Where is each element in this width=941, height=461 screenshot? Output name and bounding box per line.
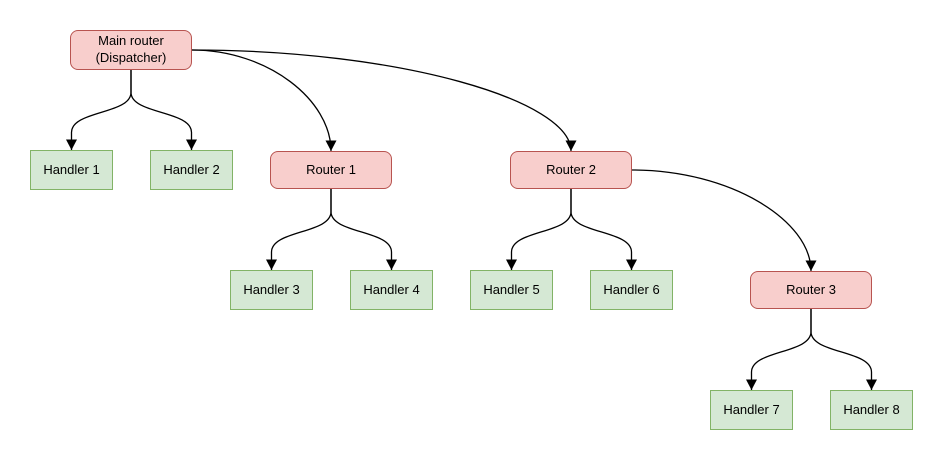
node-handler-5: Handler 5 (470, 270, 553, 310)
edge-router-2-to-handler-6 (570, 189, 637, 270)
edge-main-router-to-handler-2 (130, 70, 197, 150)
node-label: Router 3 (786, 281, 836, 297)
node-label: Handler 3 (243, 281, 300, 297)
edge-router-1-to-handler-4 (330, 189, 397, 270)
node-handler-4: Handler 4 (350, 270, 433, 310)
node-handler-8: Handler 8 (830, 390, 913, 430)
node-label: Router 2 (546, 161, 596, 177)
node-handler-3: Handler 3 (230, 270, 313, 310)
node-handler-2: Handler 2 (150, 150, 233, 190)
node-router-3: Router 3 (750, 271, 872, 309)
node-label: Handler 4 (363, 281, 420, 297)
edge-router-3-to-handler-7 (746, 309, 812, 390)
node-label: Handler 5 (483, 281, 540, 297)
node-label: Handler 8 (843, 401, 900, 417)
edge-main-router-to-router-2 (191, 49, 577, 152)
edge-router-1-to-handler-3 (266, 189, 332, 270)
edge-router-3-to-handler-8 (810, 309, 877, 390)
node-label: Handler 1 (43, 161, 100, 177)
node-main-router: Main router (Dispatcher) (70, 30, 192, 70)
node-router-2: Router 2 (510, 151, 632, 189)
edge-main-router-to-router-1 (191, 49, 337, 152)
node-router-1: Router 1 (270, 151, 392, 189)
node-label: Handler 6 (603, 281, 660, 297)
node-label: Router 1 (306, 161, 356, 177)
node-label: Handler 2 (163, 161, 220, 177)
node-handler-7: Handler 7 (710, 390, 793, 430)
node-label: Main router (Dispatcher) (95, 33, 167, 65)
edge-router-2-to-handler-5 (506, 189, 572, 270)
edge-router-2-to-router-3 (631, 169, 817, 272)
node-label: Handler 7 (723, 401, 780, 417)
edge-main-router-to-handler-1 (66, 70, 132, 150)
node-handler-1: Handler 1 (30, 150, 113, 190)
node-handler-6: Handler 6 (590, 270, 673, 310)
